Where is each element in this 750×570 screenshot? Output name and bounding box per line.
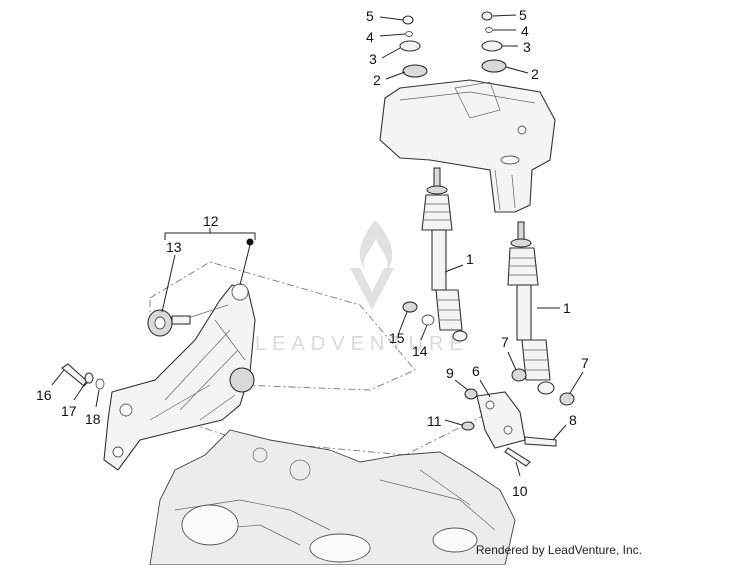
lower-mount-bracket [461,368,575,467]
watermark-v-mark-icon [350,268,394,310]
callout-5-left: 5 [366,8,374,24]
callout-5-right: 5 [519,7,527,23]
callout-14: 14 [412,343,428,359]
watermark-flame-icon [359,220,393,272]
callout-12-bracket-line [161,228,256,313]
rendered-by-credit: Rendered by LeadVenture, Inc. [475,543,642,557]
callout-4-right: 4 [521,23,529,39]
callout-4-left: 4 [366,29,374,45]
engine-mount-bracket [103,283,256,471]
top-mount-hardware-right [481,11,507,73]
leadventure-watermark: LEADVENTURE [255,220,469,355]
frame-cross-member [379,79,556,213]
callout-12: 12 [203,213,219,229]
callout-15: 15 [389,330,405,346]
callout-1-left: 1 [466,251,474,267]
callout-labels: 5 4 3 2 5 4 3 2 1 1 12 13 15 14 7 7 6 9 … [36,7,589,499]
callout-17: 17 [61,403,77,419]
callout-16: 16 [36,387,52,403]
bracket-bushing [147,309,191,337]
callout-10: 10 [512,483,528,499]
shock-absorber-left [421,167,468,342]
leader-lines [51,14,584,477]
shock-absorber-right [507,221,555,395]
callout-11: 11 [427,413,442,429]
watermark-text: LEADVENTURE [255,333,469,355]
callout-18: 18 [85,411,101,427]
callout-1-right: 1 [563,300,571,316]
callout-7-right: 7 [581,355,589,371]
callout-13: 13 [166,239,182,255]
callout-2-right: 2 [531,66,539,82]
callout-12-dot [246,238,254,246]
engine-block [149,429,516,566]
bolt-and-washers-left [61,363,105,390]
callout-8: 8 [569,412,577,428]
callout-3-left: 3 [369,51,377,67]
top-mount-hardware-left [399,15,428,78]
callout-3-right: 3 [523,39,531,55]
callout-2-left: 2 [373,72,381,88]
callout-6: 6 [472,363,480,379]
nut-and-washer-middle [402,301,435,326]
callout-9: 9 [446,365,454,381]
callout-7-left: 7 [501,334,509,350]
